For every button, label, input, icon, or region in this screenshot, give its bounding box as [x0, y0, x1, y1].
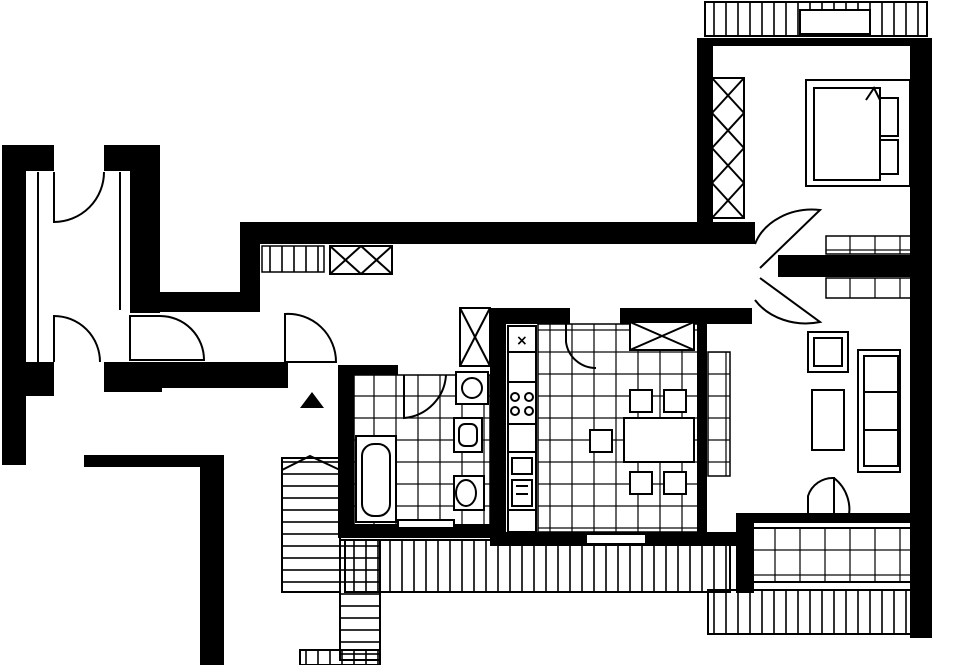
- bathroom-window: [397, 519, 455, 529]
- sofa: [857, 349, 901, 473]
- bathroom: [353, 307, 491, 529]
- washbasin: [453, 417, 483, 453]
- balcony-top: [704, 1, 928, 37]
- corridor: [261, 208, 823, 325]
- double-bed: [805, 79, 911, 187]
- dining-table: [589, 389, 695, 495]
- bedroom-shelf: [825, 235, 913, 255]
- entrance-arrow-icon: [300, 392, 324, 408]
- dining-kitchen: ×: [507, 321, 699, 545]
- armchair: [807, 331, 849, 373]
- kitchen-window: [585, 533, 647, 545]
- living-room: [707, 331, 901, 522]
- oven: [511, 457, 533, 507]
- bathtub: [355, 435, 397, 523]
- kitchen-counter-units: [508, 351, 536, 511]
- bedroom: [711, 77, 913, 299]
- coffee-table: [811, 389, 845, 451]
- bathroom-cabinet: [459, 307, 491, 367]
- kitchen-hob-icon: [510, 392, 534, 416]
- toilet: [453, 475, 485, 511]
- washing-machine: [455, 371, 489, 405]
- living-shelf: [825, 277, 913, 299]
- entrance-hall: [284, 312, 338, 408]
- vestibule: [37, 171, 206, 363]
- walls: [2, 38, 932, 665]
- sideboard: [707, 351, 731, 477]
- wardrobe-corridor: [329, 245, 393, 275]
- kitchen-tall-unit: [629, 321, 695, 351]
- balcony-bottom: [344, 527, 913, 635]
- wardrobe-bedroom: [711, 77, 745, 219]
- kitchen-sink-icon: ×: [516, 333, 528, 349]
- stairwell: [281, 454, 381, 665]
